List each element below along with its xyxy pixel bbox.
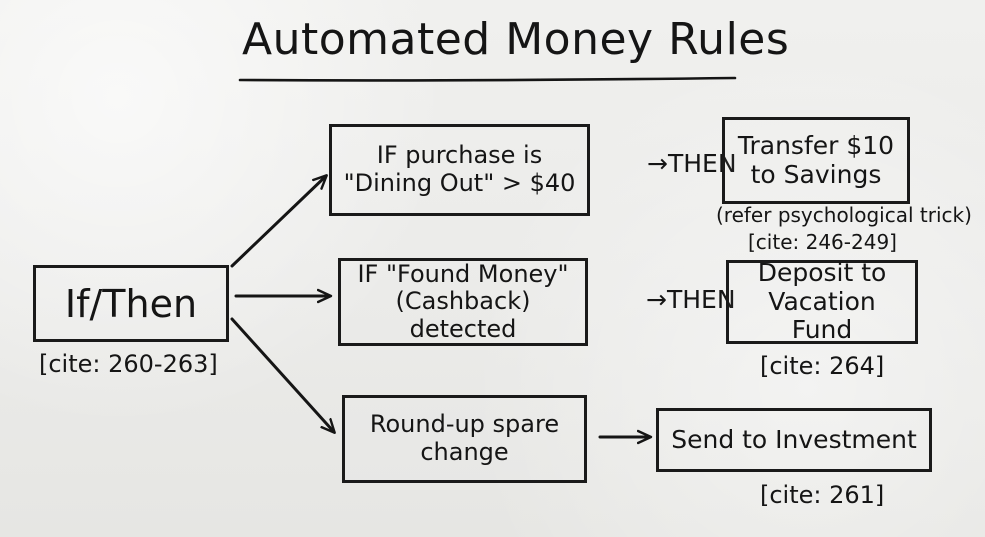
rule-3-action-box: Send to Investment (656, 408, 932, 472)
rule-1-action-box: Transfer $10 to Savings (722, 117, 910, 204)
title-underline (238, 76, 737, 82)
rule-3-action-text: Send to Investment (671, 424, 917, 454)
rule-1-condition-text: IF purchase is "Dining Out" > $40 (343, 141, 576, 197)
page-title: Automated Money Rules (242, 14, 790, 65)
rule-2-action-box: Deposit to Vacation Fund (726, 257, 918, 345)
rule-3-citation: [cite: 261] (760, 481, 885, 509)
root-to-rule-1-arrow (230, 176, 326, 268)
rule-1-condition-box: IF purchase is "Dining Out" > $40 (329, 124, 590, 216)
root-to-rule-3-arrow (230, 317, 334, 432)
rule-2-action-text: Deposit to Vacation Fund (757, 257, 887, 345)
rule-2-then-label: →THEN (646, 285, 736, 314)
rule-2-citation: [cite: 264] (760, 352, 885, 380)
rule-1-note: (refer psychological trick) (716, 203, 972, 227)
if-then-root-box: If/Then (33, 265, 229, 342)
rule-3-condition-box: Round-up spare change (342, 395, 587, 483)
if-then-root-label: If/Then (64, 281, 198, 326)
rule-1-citation: [cite: 246-249] (748, 230, 897, 254)
rule-1-then-label: →THEN (647, 149, 737, 178)
rule-1-action-text: Transfer $10 to Savings (737, 130, 895, 189)
rule-2-condition-text: IF "Found Money" (Cashback) detected (357, 259, 569, 343)
rule-2-condition-box: IF "Found Money" (Cashback) detected (338, 258, 588, 346)
root-citation: [cite: 260-263] (39, 350, 218, 378)
rule-3-condition-text: Round-up spare change (369, 410, 560, 466)
